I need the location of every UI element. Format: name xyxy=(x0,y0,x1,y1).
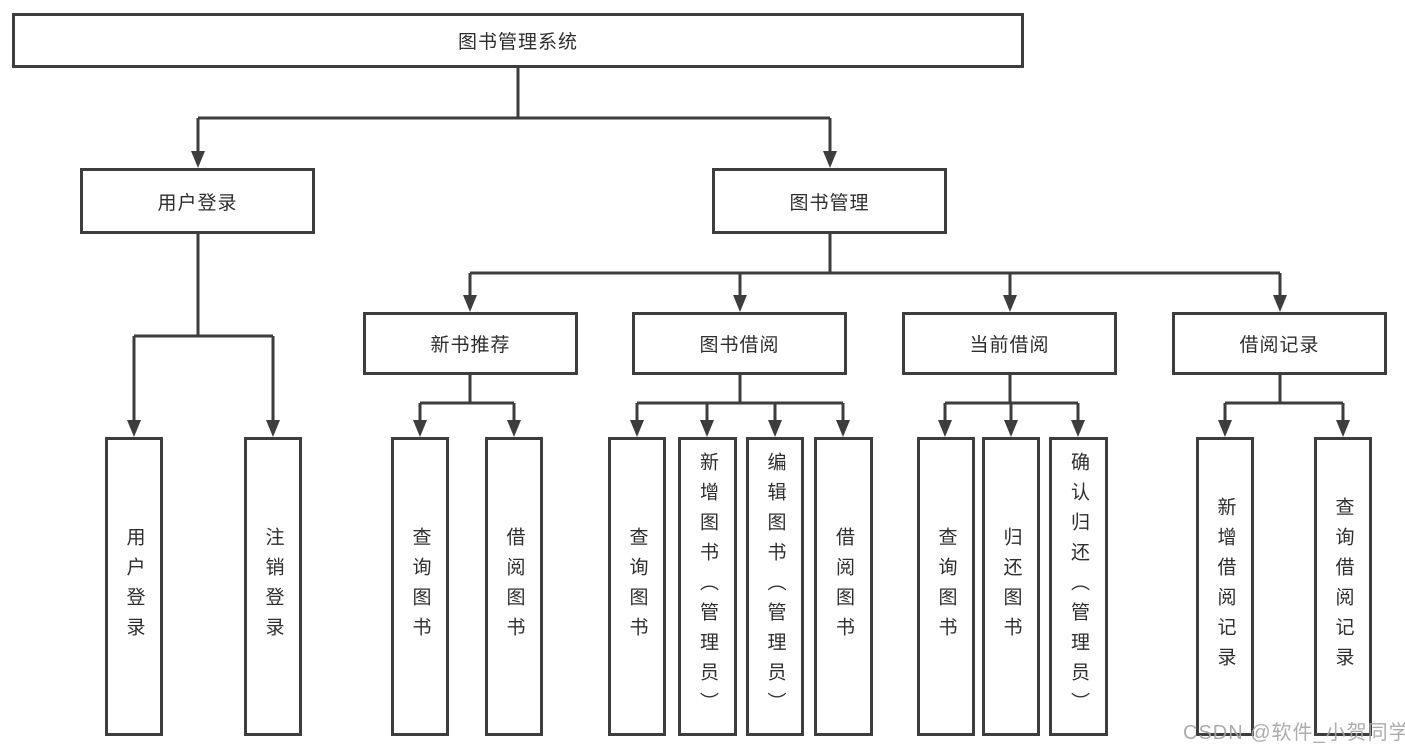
leaf-query-book-3: 查询图书 xyxy=(917,437,975,736)
leaf-borrow-book-1: 借阅图书 xyxy=(485,437,543,736)
leaf-user-login-label: 用户登录 xyxy=(123,526,145,647)
leaf-query-borrow-record: 查询借阅记录 xyxy=(1314,437,1372,736)
leaf-return-book-label: 归还图书 xyxy=(1000,526,1022,647)
node-user-login: 用户登录 xyxy=(80,168,315,234)
node-root-label: 图书管理系统 xyxy=(457,32,578,53)
leaf-query-book-1-label: 查询图书 xyxy=(409,526,431,647)
leaf-confirm-return-admin: 确认归还（管理员） xyxy=(1049,437,1108,736)
leaf-query-book-1: 查询图书 xyxy=(391,437,449,736)
node-book-management: 图书管理 xyxy=(712,168,947,234)
node-root: 图书管理系统 xyxy=(12,13,1024,68)
node-book-management-label: 图书管理 xyxy=(789,192,870,214)
leaf-user-login: 用户登录 xyxy=(105,437,163,736)
leaf-confirm-return-admin-label: 确认归还（管理员） xyxy=(1068,451,1089,722)
node-book-borrow-label: 图书借阅 xyxy=(699,335,780,356)
leaf-return-book: 归还图书 xyxy=(982,437,1040,736)
leaf-borrow-book-1-label: 借阅图书 xyxy=(503,526,525,647)
leaf-logout: 注销登录 xyxy=(244,437,302,736)
node-user-login-label: 用户登录 xyxy=(157,192,238,214)
leaf-add-borrow-record: 新增借阅记录 xyxy=(1196,437,1254,736)
node-borrow-record: 借阅记录 xyxy=(1172,312,1387,375)
leaf-query-book-3-label: 查询图书 xyxy=(935,526,957,647)
node-current-borrow: 当前借阅 xyxy=(902,312,1117,375)
node-book-borrow: 图书借阅 xyxy=(632,312,847,375)
leaf-add-book-admin: 新增图书（管理员） xyxy=(678,437,737,736)
leaf-logout-label: 注销登录 xyxy=(262,526,284,647)
leaf-borrow-book-2-label: 借阅图书 xyxy=(833,526,854,647)
node-new-book-recommend: 新书推荐 xyxy=(363,312,578,375)
leaf-edit-book-admin: 编辑图书（管理员） xyxy=(746,437,804,736)
leaf-edit-book-admin-label: 编辑图书（管理员） xyxy=(764,451,786,722)
leaf-query-borrow-record-label: 查询借阅记录 xyxy=(1332,496,1354,677)
node-new-book-recommend-label: 新书推荐 xyxy=(430,335,511,356)
leaf-borrow-book-2: 借阅图书 xyxy=(814,437,873,736)
leaf-add-borrow-record-label: 新增借阅记录 xyxy=(1214,496,1236,677)
node-current-borrow-label: 当前借阅 xyxy=(969,335,1050,356)
leaf-query-book-2: 查询图书 xyxy=(608,437,666,736)
leaf-add-book-admin-label: 新增图书（管理员） xyxy=(697,451,718,722)
node-borrow-record-label: 借阅记录 xyxy=(1239,335,1320,356)
leaf-query-book-2-label: 查询图书 xyxy=(626,526,648,647)
